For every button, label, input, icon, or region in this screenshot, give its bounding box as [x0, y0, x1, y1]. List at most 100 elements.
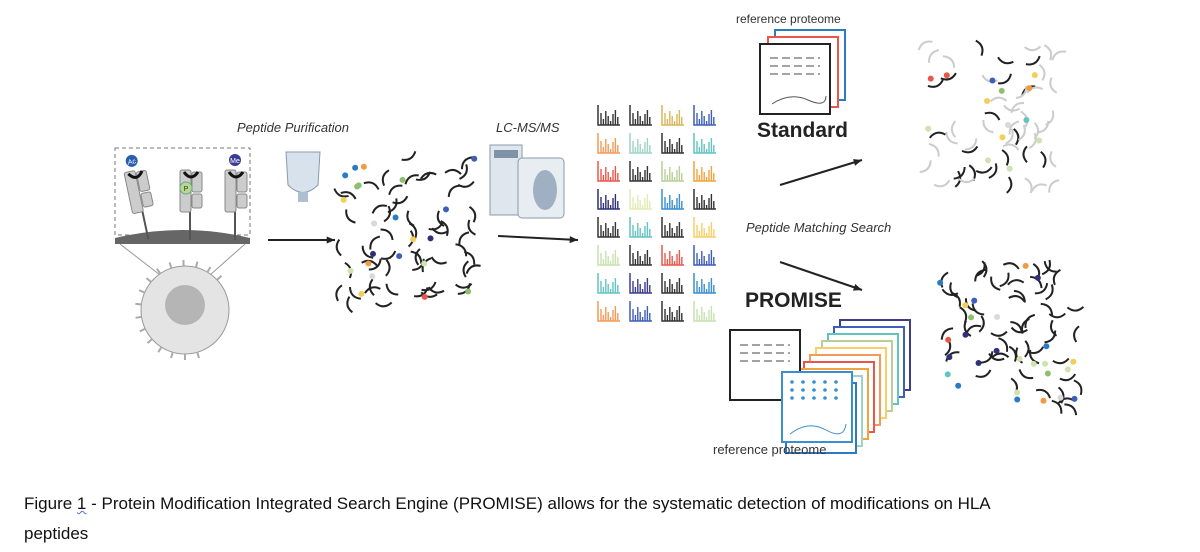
peptide-icon	[420, 291, 438, 298]
peptide-icon	[964, 298, 977, 312]
doc-mod-dot	[790, 380, 794, 384]
arrow-lcms-head	[569, 236, 578, 244]
peptide-icon	[380, 250, 397, 260]
peptide-icon	[917, 40, 933, 51]
peptide-icon	[949, 282, 958, 299]
peptide-icon	[1005, 128, 1014, 145]
modification-dot	[946, 354, 953, 361]
peptide-icon	[1022, 145, 1028, 163]
peptide-icon	[1049, 77, 1058, 94]
peptide-icon	[988, 163, 998, 179]
peptide-icon	[1001, 149, 1010, 166]
peptide-icon	[989, 96, 1008, 103]
peptide-icon	[945, 351, 960, 362]
peptide-icon	[436, 210, 445, 227]
receptor-domain	[140, 191, 154, 208]
peptide-icon	[1026, 86, 1044, 94]
peptide-icon	[430, 256, 448, 265]
hla-marker	[135, 302, 142, 306]
doc-mod-dot	[801, 388, 805, 392]
peptide-icon	[459, 164, 468, 180]
doc-mod-dot	[812, 388, 816, 392]
peptide-icon	[401, 150, 417, 161]
modification-dot	[1014, 396, 1021, 403]
peptide-icon	[1013, 289, 1026, 303]
doc-mod-dot	[834, 388, 838, 392]
peptide-icon	[981, 260, 988, 278]
peptide-icon	[440, 220, 449, 237]
doc-mod-dot	[823, 380, 827, 384]
peptide-icon	[988, 352, 1005, 361]
peptide-icon	[1051, 50, 1067, 61]
peptide-icon	[1029, 349, 1040, 365]
peptide-icon	[455, 243, 468, 257]
spectrum-icon	[661, 105, 684, 126]
peptide-icon	[1025, 55, 1041, 66]
peptide-icon	[1035, 388, 1052, 399]
peptide-icon	[375, 301, 393, 308]
modification-dot	[354, 183, 361, 190]
modification-dot	[971, 297, 978, 304]
modification-Me-icon	[229, 154, 241, 166]
spectrum-icon	[597, 273, 620, 294]
spectrum-icon	[661, 245, 684, 266]
label-standard: Standard	[757, 119, 849, 142]
peptide-icon	[961, 145, 979, 154]
peptide-icon	[975, 39, 984, 56]
peptide-icon	[1057, 386, 1065, 404]
peptide-icon	[978, 315, 985, 333]
spectrum-icon	[629, 133, 652, 154]
peptide-icon	[335, 284, 343, 302]
peptide-icon	[1007, 279, 1025, 286]
peptide-icon	[940, 72, 957, 81]
peptide-icon	[348, 286, 362, 300]
arrow-standard	[779, 159, 863, 186]
modification-dot	[360, 163, 367, 170]
spectrum-icon	[693, 217, 716, 238]
peptide-icon	[950, 120, 957, 138]
doc-mod-dot	[790, 396, 794, 400]
peptide-icon	[346, 296, 354, 314]
peptide-in-groove	[227, 171, 245, 179]
modification-dot	[989, 77, 996, 84]
modification-dot	[465, 288, 472, 295]
peptide-icon	[345, 209, 356, 224]
modification-dot	[1064, 366, 1071, 373]
protein-squiggle	[789, 423, 847, 435]
peptide-icon	[363, 181, 380, 190]
modification-dot	[1034, 274, 1041, 281]
arrow-standard-head	[853, 159, 862, 166]
peptide-icon	[1043, 44, 1053, 61]
modification-Ac-icon	[125, 154, 138, 167]
modification-dot	[410, 236, 417, 243]
spectrum-icon	[693, 245, 716, 266]
figure-number: 1	[76, 494, 87, 513]
modification-dot	[1070, 358, 1077, 365]
spectrum-icon	[693, 301, 716, 322]
zoom-lines	[119, 243, 246, 276]
peptide-icon	[933, 179, 951, 188]
spectrum-icon	[597, 217, 620, 238]
peptide-icon	[1048, 312, 1066, 319]
peptide-icon	[1003, 104, 1021, 112]
spectrum-icon	[597, 133, 620, 154]
doc-front	[759, 43, 831, 115]
document	[781, 371, 853, 443]
modification-dot	[370, 250, 377, 257]
peptide-icon	[941, 288, 959, 296]
peptide-icon	[383, 205, 391, 223]
receptor-domain	[191, 193, 203, 209]
modification-dot	[945, 336, 952, 343]
figure-caption-line1: Figure 1 - Protein Modification Integrat…	[24, 494, 991, 514]
hla-marker	[206, 266, 212, 273]
peptide-icon	[388, 184, 403, 196]
modification-dot	[943, 72, 950, 79]
arrow-promise-head	[853, 284, 862, 291]
peptide-icon	[1048, 179, 1060, 193]
spectrum-icon	[629, 217, 652, 238]
modification-dot	[962, 302, 969, 309]
peptide-icon	[990, 330, 1008, 337]
peptide-icon	[975, 369, 992, 378]
document	[759, 43, 831, 115]
